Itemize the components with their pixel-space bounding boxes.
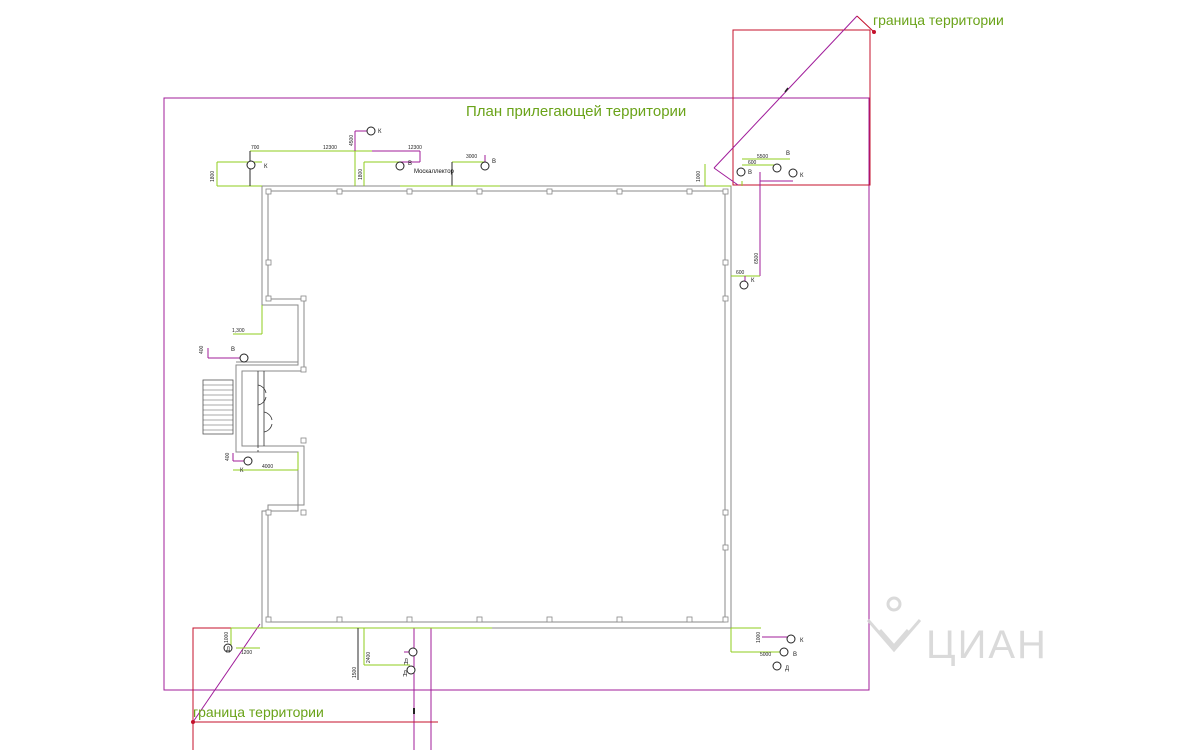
adjacent-territory-outline: [163, 97, 870, 691]
dim-label: 6500: [754, 253, 760, 264]
dim-label: 1200: [241, 650, 252, 656]
well-right-k: [739, 280, 749, 290]
net-label: К: [800, 173, 804, 179]
net-label: В: [231, 347, 235, 353]
dimension-lines: [207, 130, 793, 680]
net-label: Д: [404, 659, 408, 665]
dim-label: 3000: [466, 154, 477, 160]
bottom-left-boundary-diagonal: [192, 623, 261, 723]
net-label: Д: [403, 671, 407, 677]
well-tr-v2: [772, 163, 782, 173]
dim-label: 1800: [210, 171, 216, 182]
entrance-stair: [202, 379, 234, 435]
bottom-left-boundary-marker: [191, 720, 195, 724]
dim-label: 4000: [262, 464, 273, 470]
building: [202, 185, 732, 629]
dim-label: 12300: [408, 145, 422, 151]
dim-label: 400: [225, 452, 231, 461]
entrance-doors: [257, 371, 273, 452]
well-left-k2: [243, 456, 253, 466]
dim-label: 1500: [352, 667, 358, 678]
dim-label: 600: [736, 270, 745, 276]
top-right-boundary-leader: [856, 15, 875, 33]
well-left-k: [246, 160, 256, 170]
dim-label: 1,300: [232, 328, 245, 334]
net-label: К: [800, 638, 804, 644]
dim-label: 4500: [349, 135, 355, 146]
net-label: В: [492, 159, 496, 165]
boundary-label-bottom: граница территории: [193, 704, 324, 720]
watermark-logo-icon: [866, 596, 922, 653]
dim-label: 1800: [358, 169, 364, 180]
dim-label: 5500: [757, 154, 768, 160]
well-br-v: [779, 647, 789, 657]
dim-label: 2400: [366, 652, 372, 663]
building-inner-wall: [241, 190, 726, 623]
well-tr-k: [788, 168, 798, 178]
dim-label: 600: [748, 160, 757, 166]
well-bot-d2: [408, 647, 418, 657]
watermark-text: ЦИАН: [926, 623, 1048, 667]
top-right-boundary-marker: [872, 30, 876, 34]
well-br-k: [786, 634, 796, 644]
utility-wells: [223, 126, 798, 675]
well-bot-d1: [223, 643, 233, 653]
dim-label: 12300: [323, 145, 337, 151]
boundary-label-top: граница территории: [873, 12, 1004, 28]
top-right-boundary-outline: [732, 29, 871, 186]
well-br-d: [772, 661, 782, 671]
dim-label: 5000: [760, 652, 771, 658]
territory-outlines: [163, 15, 876, 750]
stair-treads: [203, 384, 233, 431]
columns: [265, 188, 729, 623]
well-tr-v1: [736, 167, 746, 177]
well-bot-d3: [406, 665, 416, 675]
net-label: К: [378, 129, 382, 135]
well-top-v2: [480, 161, 490, 171]
stair-outline: [202, 379, 234, 435]
net-label: Д: [785, 666, 789, 672]
dim-label: 1000: [696, 171, 702, 182]
top-right-boundary-diagonal-inner: [713, 167, 739, 186]
net-label: К: [240, 468, 244, 474]
network-labels: К К В В В В К К В К Д Д Д К В Д: [226, 129, 804, 677]
dim-label: 700: [251, 145, 260, 151]
tenant-label: Москаллектор: [414, 169, 455, 175]
well-left-v: [239, 353, 249, 363]
net-label: В: [408, 161, 412, 167]
plan-title: План прилегающей территории: [466, 103, 686, 120]
dim-label: 400: [199, 345, 205, 354]
net-label: Д: [226, 647, 230, 653]
watermark: ЦИАН: [866, 596, 1048, 667]
net-label: К: [264, 164, 268, 170]
well-top-v1: [395, 161, 405, 171]
dim-label: 1000: [756, 632, 762, 643]
building-outer-wall: [235, 185, 732, 629]
net-label: В: [748, 170, 752, 176]
net-label: К: [751, 278, 755, 284]
dim-label: 1000: [224, 632, 230, 643]
well-top-k: [366, 126, 376, 136]
dimension-labels: 700 1800 12300 4500 1800 12300 3000 1000…: [199, 135, 771, 678]
top-right-diagonal-tick: [784, 87, 789, 93]
net-label: В: [786, 151, 790, 157]
net-label: В: [793, 652, 797, 658]
